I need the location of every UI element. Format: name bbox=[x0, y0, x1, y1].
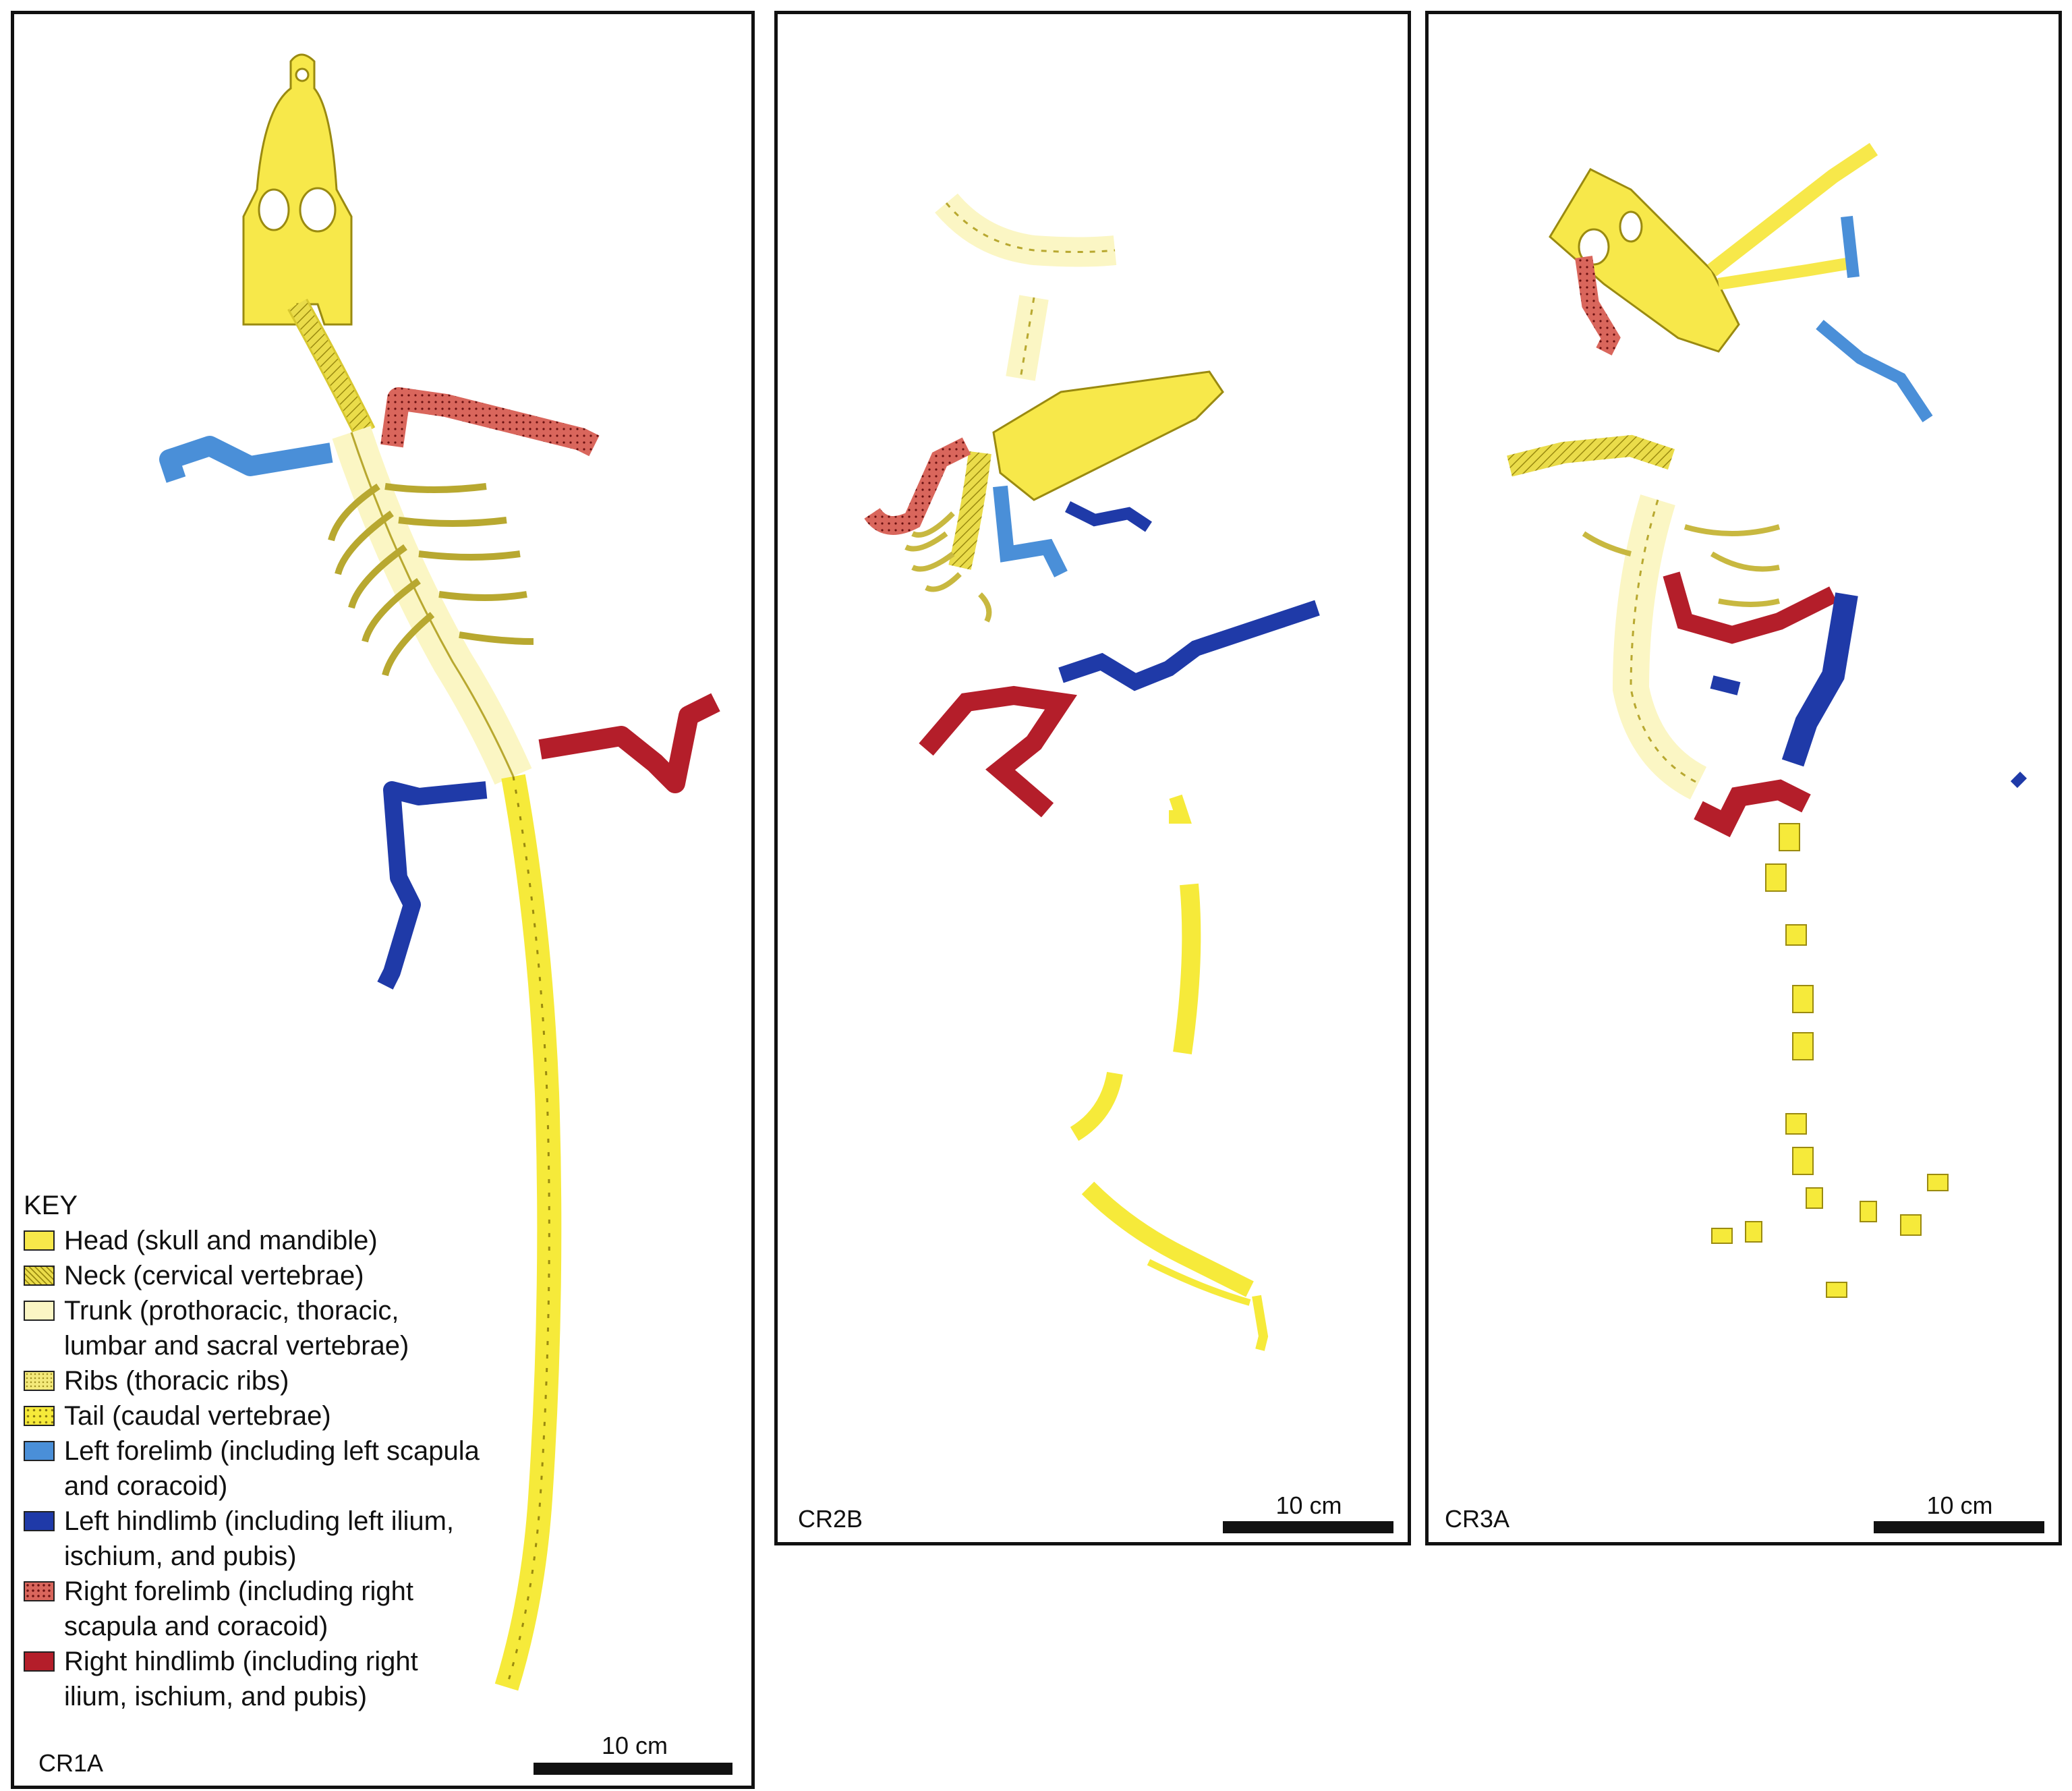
tail bbox=[1070, 794, 1269, 1351]
key-label: Head (skull and mandible) bbox=[64, 1226, 378, 1255]
key-label: Ribs (thoracic ribs) bbox=[64, 1366, 289, 1396]
key-label: Trunk (prothoracic, thoracic, lumbar and… bbox=[64, 1296, 409, 1361]
swatch-left-forelimb bbox=[24, 1441, 55, 1461]
neck bbox=[1507, 434, 1675, 477]
trunk bbox=[1612, 494, 1707, 800]
key-item-right-forelimb: Right forelimb (including right scapula … bbox=[24, 1574, 482, 1644]
head bbox=[992, 370, 1224, 501]
swatch-tail bbox=[24, 1406, 55, 1426]
left-hindlimb bbox=[1058, 600, 1320, 691]
neck bbox=[948, 451, 991, 570]
scale-bar bbox=[534, 1763, 732, 1775]
right-forelimb bbox=[1575, 256, 1621, 356]
key-item-right-hindlimb: Right hindlimb (including right ilium, i… bbox=[24, 1644, 482, 1714]
key-label: Right forelimb (including right scapula … bbox=[64, 1576, 414, 1641]
swatch-neck bbox=[24, 1266, 55, 1286]
key-item-left-hindlimb: Left hindlimb (including left ilium, isc… bbox=[24, 1504, 482, 1574]
ribs bbox=[1582, 524, 1781, 607]
panel-cr2b: CR2B 10 cm bbox=[774, 11, 1411, 1545]
trunk bbox=[935, 193, 1117, 267]
panel-label: CR1A bbox=[38, 1749, 104, 1777]
panel-label: CR3A bbox=[1445, 1505, 1510, 1533]
key-item-head: Head (skull and mandible) bbox=[24, 1223, 482, 1258]
key-item-trunk: Trunk (prothoracic, thoracic, lumbar and… bbox=[24, 1293, 482, 1363]
panel-label: CR2B bbox=[798, 1505, 863, 1533]
right-hindlimb bbox=[538, 693, 720, 793]
tail bbox=[1711, 823, 1949, 1298]
key-item-ribs: Ribs (thoracic ribs) bbox=[24, 1363, 482, 1398]
scale-label: 10 cm bbox=[1926, 1491, 1993, 1519]
panel-cr3a: CR3A 10 cm bbox=[1425, 11, 2062, 1545]
right-forelimb bbox=[864, 437, 971, 535]
tail bbox=[494, 774, 562, 1691]
swatch-ribs bbox=[24, 1371, 55, 1391]
right-hindlimb bbox=[919, 685, 1077, 818]
scale-bar bbox=[1874, 1521, 2044, 1533]
left-hindlimb bbox=[1781, 592, 1858, 767]
skeleton-cr3a bbox=[1507, 142, 2027, 1298]
key-legend: KEY Head (skull and mandible) Neck (cerv… bbox=[24, 1188, 482, 1714]
ribs bbox=[904, 511, 992, 623]
key-label: Tail (caudal vertebrae) bbox=[64, 1401, 331, 1431]
head bbox=[1549, 168, 1740, 353]
left-forelimb bbox=[1841, 216, 1860, 278]
swatch-head bbox=[24, 1230, 55, 1251]
right-forelimb bbox=[380, 387, 600, 457]
swatch-trunk bbox=[24, 1301, 55, 1321]
scale-bar bbox=[1223, 1521, 1393, 1533]
key-label: Right hindlimb (including right ilium, i… bbox=[64, 1647, 418, 1711]
skeleton-cr2b bbox=[864, 193, 1320, 1351]
left-forelimb bbox=[993, 485, 1068, 577]
key-item-left-forelimb: Left forelimb (including left scapula an… bbox=[24, 1433, 482, 1504]
left-hindlimb bbox=[377, 781, 488, 990]
panel-cr1a: KEY Head (skull and mandible) Neck (cerv… bbox=[11, 11, 755, 1789]
swatch-right-forelimb bbox=[24, 1581, 55, 1601]
key-title: KEY bbox=[24, 1191, 78, 1220]
swatch-left-hindlimb bbox=[24, 1511, 55, 1531]
key-item-tail: Tail (caudal vertebrae) bbox=[24, 1398, 482, 1433]
key-label: Neck (cervical vertebrae) bbox=[64, 1261, 364, 1290]
key-label: Left forelimb (including left scapula an… bbox=[64, 1436, 480, 1501]
scale-label: 10 cm bbox=[1275, 1491, 1342, 1519]
scale-label: 10 cm bbox=[601, 1732, 668, 1759]
key-label: Left hindlimb (including left ilium, isc… bbox=[64, 1506, 455, 1571]
left-forelimb bbox=[159, 436, 333, 483]
right-hindlimb bbox=[1663, 571, 1837, 644]
ribs bbox=[328, 483, 534, 677]
swatch-right-hindlimb bbox=[24, 1651, 55, 1672]
skeleton-cr1a bbox=[159, 53, 720, 1691]
key-item-neck: Neck (cervical vertebrae) bbox=[24, 1258, 482, 1293]
head bbox=[242, 53, 353, 326]
